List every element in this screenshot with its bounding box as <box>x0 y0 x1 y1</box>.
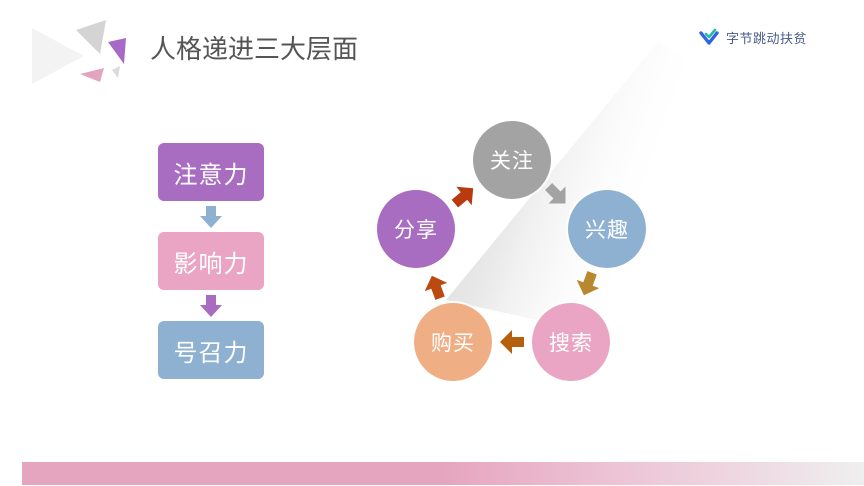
down-arrow-icon <box>200 295 222 317</box>
cycle-node-share: 分享 <box>377 190 455 268</box>
cycle-node-purchase: 购买 <box>414 303 492 381</box>
arrow-interest-to-search-icon <box>576 271 600 296</box>
pyramid-box-attention: 注意力 <box>158 143 264 201</box>
brand-logo: 字节跳动扶贫 <box>698 26 807 48</box>
arrow-purchase-to-share-icon <box>424 275 448 300</box>
cycle-label: 兴趣 <box>585 218 629 242</box>
cycle-label: 关注 <box>490 149 534 173</box>
cycle-label: 购买 <box>431 331 475 355</box>
cycle-node-interest: 兴趣 <box>568 190 646 268</box>
down-arrow-icon <box>200 206 222 228</box>
cycle-label: 分享 <box>394 218 438 242</box>
arrow-follow-to-interest-icon <box>544 182 566 204</box>
cycle-node-search: 搜索 <box>532 303 610 381</box>
pyramid-box-influence: 影响力 <box>158 232 264 290</box>
pyramid-label: 注意力 <box>173 160 249 189</box>
cycle-label: 搜索 <box>549 331 593 355</box>
arrow-search-to-purchase-icon <box>500 330 524 354</box>
pyramid-box-appeal: 号召力 <box>158 321 264 379</box>
cycle-node-follow: 关注 <box>473 121 551 199</box>
pyramid-label: 号召力 <box>173 338 249 367</box>
corner-logo-decoration <box>32 20 126 84</box>
footer-bar <box>22 462 864 485</box>
pyramid-label: 影响力 <box>173 249 249 278</box>
arrow-share-to-follow-icon <box>451 186 474 208</box>
brand-text: 字节跳动扶贫 <box>726 31 808 47</box>
page-title: 人格递进三大层面 <box>150 35 359 65</box>
heart-check-icon <box>699 28 719 45</box>
